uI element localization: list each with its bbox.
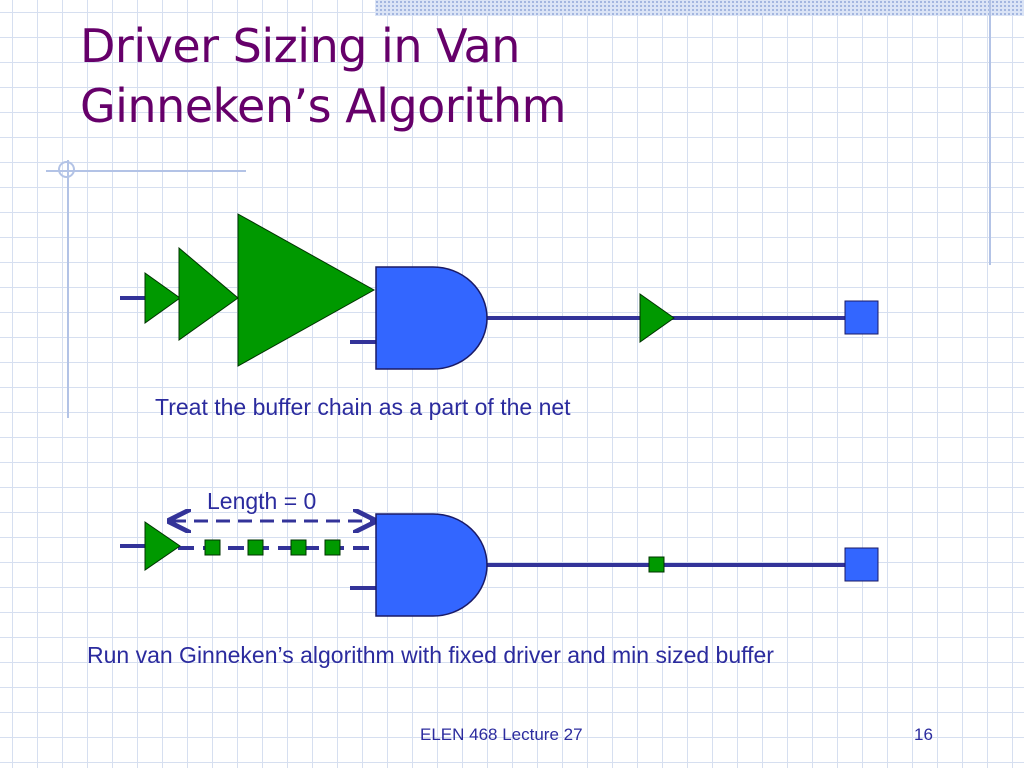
candidate-buffer-2 <box>247 539 264 556</box>
decorative-ring <box>58 161 75 178</box>
caption-top: Treat the buffer chain as a part of the … <box>155 394 571 420</box>
top-circuit <box>120 213 879 370</box>
sink-bottom <box>844 547 879 582</box>
buffer-small <box>144 272 181 324</box>
footer-text: ELEN 468 Lecture 27 <box>420 725 583 744</box>
net-buffer-bottom <box>648 556 665 573</box>
candidate-buffer-4 <box>324 539 341 556</box>
candidate-buffer-3 <box>290 539 307 556</box>
length-label: Length = 0 <box>207 488 317 514</box>
sink-top <box>844 300 879 335</box>
net-buffer-top <box>639 293 675 343</box>
page-number: 16 <box>914 725 933 744</box>
title-line-1: Driver Sizing in Van <box>80 19 520 73</box>
buffer-medium <box>178 246 239 341</box>
caption-bottom: Run van Ginneken’s algorithm with fixed … <box>87 642 774 668</box>
title-line-2: Ginneken’s Algorithm <box>80 79 566 133</box>
slide-title: Driver Sizing in Van Ginneken’s Algorith… <box>80 16 566 136</box>
bottom-circuit <box>120 513 879 617</box>
decorative-right-line <box>989 0 991 265</box>
and-gate-top <box>375 266 488 370</box>
buffer-large <box>237 213 376 367</box>
decorative-top-bar <box>375 0 1024 16</box>
and-gate-bottom <box>375 513 488 617</box>
driver-buffer <box>144 521 181 571</box>
decorative-left-line <box>67 160 69 418</box>
decorative-horizontal-line <box>46 170 246 172</box>
candidate-buffer-1 <box>204 539 221 556</box>
